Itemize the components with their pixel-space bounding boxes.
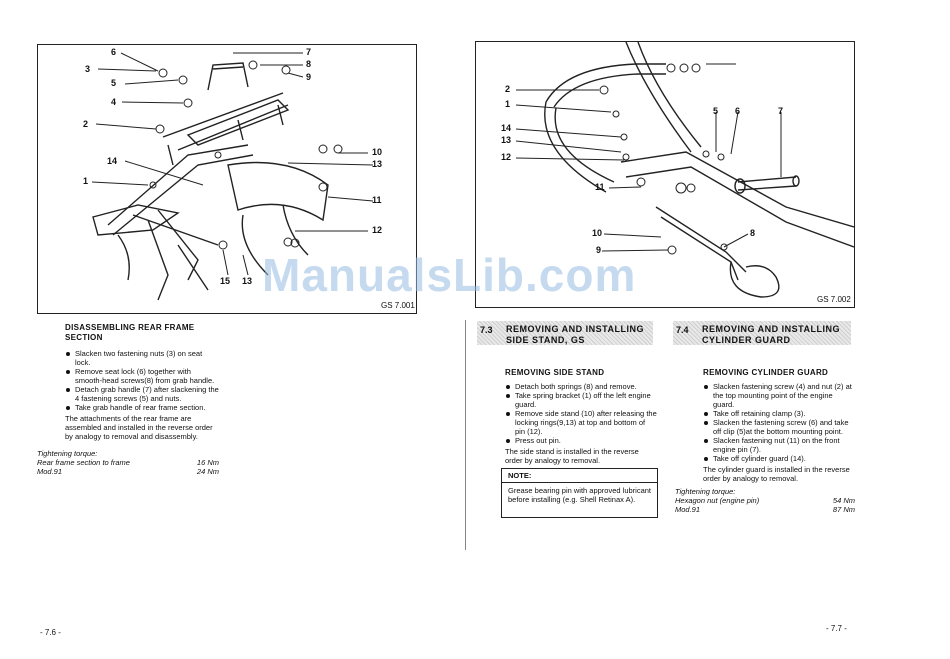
list-item: Take grab handle of rear frame section. xyxy=(65,403,219,412)
torque-title: Tightening torque: xyxy=(37,449,98,458)
install-note: The cylinder guard is installed in the r… xyxy=(703,465,850,483)
section-number-7-4: 7.4 xyxy=(676,325,689,335)
figure-label: GS 7.002 xyxy=(817,295,851,304)
callout-11: 11 xyxy=(372,195,382,205)
callout-7: 7 xyxy=(306,47,312,57)
note-text: Grease bearing pin with approved lubrica… xyxy=(508,486,652,504)
list-item: Slacken the fastening screw (6) and take… xyxy=(703,418,855,436)
section-title-7-3: REMOVING AND INSTALLING SIDE STAND, GS xyxy=(506,324,652,346)
section-title-line: CYLINDER GUARD xyxy=(702,335,791,345)
callout-14: 14 xyxy=(107,156,118,166)
callout-13-bottom: 13 xyxy=(242,276,253,286)
list-item: Press out pin. xyxy=(505,436,657,445)
callout-7: 7 xyxy=(778,106,784,116)
callout-5: 5 xyxy=(713,106,719,116)
install-note: The attachments of the rear frame are as… xyxy=(65,414,213,441)
section-number-7-3: 7.3 xyxy=(480,325,493,335)
watermark: ManualsLib.com xyxy=(262,249,637,301)
torque-label: Mod.91 xyxy=(37,467,63,476)
rear-frame-figure: 6 3 5 4 2 14 1 7 8 9 10 13 11 12 15 13 G… xyxy=(37,44,417,314)
section-7-4-body: REMOVING CYLINDER GUARD Slacken fastenin… xyxy=(703,368,855,483)
table-row: Mod.91 87 Nm xyxy=(675,505,855,514)
list-item: Take spring bracket (1) off the left eng… xyxy=(505,391,657,409)
page-number-left: - 7.6 - xyxy=(40,628,61,637)
callout-14: 14 xyxy=(501,123,512,133)
note-box: NOTE: Grease bearing pin with approved l… xyxy=(501,468,658,518)
left-text-column: DISASSEMBLING REAR FRAME SECTION Slacken… xyxy=(37,323,219,476)
torque-table: Tightening torque: Rear frame section to… xyxy=(37,449,219,476)
section-title-line: REMOVING AND INSTALLING xyxy=(702,324,840,334)
callout-9: 9 xyxy=(596,245,602,255)
figure-label: GS 7.001 xyxy=(381,301,415,310)
callout-12: 12 xyxy=(501,152,512,162)
torque-value: 87 Nm xyxy=(832,505,855,514)
side-stand-steps: Detach both springs (8) and remove. Take… xyxy=(505,382,657,445)
callout-8: 8 xyxy=(750,228,756,238)
callout-9: 9 xyxy=(306,72,312,82)
list-item: Take off cylinder guard (14). xyxy=(703,454,855,463)
table-row: Rear frame section to frame 16 Nm xyxy=(37,458,219,467)
list-item: Slacken fastening nut (11) on the front … xyxy=(703,436,855,454)
install-note: The side stand is installed in the rever… xyxy=(505,447,639,465)
torque-value: 24 Nm xyxy=(196,467,219,476)
torque-label: Mod.91 xyxy=(675,505,701,514)
callout-12: 12 xyxy=(372,225,383,235)
torque-label: Hexagon nut (engine pin) xyxy=(675,496,760,505)
callout-5: 5 xyxy=(111,78,117,88)
torque-label: Rear frame section to frame xyxy=(37,458,130,467)
table-row: Hexagon nut (engine pin) 54 Nm xyxy=(675,496,855,505)
cylinder-guard-steps: Slacken fastening screw (4) and nut (2) … xyxy=(703,382,855,463)
section-title-7-4: REMOVING AND INSTALLING CYLINDER GUARD xyxy=(702,324,852,346)
table-row: Mod.91 24 Nm xyxy=(37,467,219,476)
subtitle-removing-cylinder-guard: REMOVING CYLINDER GUARD xyxy=(703,368,829,377)
callout-4: 4 xyxy=(111,97,117,107)
list-item: Slacken fastening screw (4) and nut (2) … xyxy=(703,382,855,409)
callout-8: 8 xyxy=(306,59,312,69)
callout-13: 13 xyxy=(501,135,512,145)
list-item: Remove side stand (10) after releasing t… xyxy=(505,409,657,436)
torque-value: 16 Nm xyxy=(196,458,219,467)
section-7-4-header-band xyxy=(673,321,851,345)
section-7-3-body: REMOVING SIDE STAND Detach both springs … xyxy=(505,368,657,465)
torque-value: 54 Nm xyxy=(832,496,855,505)
list-item: Slacken two fastening nuts (3) on seat l… xyxy=(65,349,219,367)
callout-11: 11 xyxy=(595,182,605,192)
callout-3: 3 xyxy=(85,64,91,74)
callout-10: 10 xyxy=(592,228,603,238)
callout-2: 2 xyxy=(83,119,89,129)
section-title-line: REMOVING AND INSTALLING xyxy=(506,324,644,334)
side-stand-drawing xyxy=(515,42,854,298)
section-title-rear-frame: DISASSEMBLING REAR FRAME SECTION xyxy=(65,323,195,342)
callout-6: 6 xyxy=(735,106,741,116)
side-stand-figure: 2 1 14 13 12 11 10 9 8 5 6 7 GS 7.002 xyxy=(475,41,855,308)
callout-1: 1 xyxy=(505,99,511,109)
section-title-line: SIDE STAND, GS xyxy=(506,335,585,345)
callout-2: 2 xyxy=(505,84,511,94)
callout-1: 1 xyxy=(83,176,89,186)
rear-frame-drawing xyxy=(91,52,374,301)
torque-table: Tightening torque: Hexagon nut (engine p… xyxy=(675,487,855,514)
note-title: NOTE: xyxy=(502,469,657,483)
binding-gutter-mark xyxy=(465,320,466,550)
torque-title: Tightening torque: xyxy=(675,487,736,496)
list-item: Detach grab handle (7) after slackening … xyxy=(65,385,219,403)
callout-6: 6 xyxy=(111,47,117,57)
callout-15: 15 xyxy=(220,276,231,286)
list-item: Detach both springs (8) and remove. xyxy=(505,382,657,391)
page-number-right: - 7.7 - xyxy=(826,624,847,633)
list-item: Remove seat lock (6) together with smoot… xyxy=(65,367,219,385)
section-7-3-header-band xyxy=(477,321,653,345)
callout-10: 10 xyxy=(372,147,383,157)
list-item: Take off retaining clamp (3). xyxy=(703,409,855,418)
subtitle-removing-side-stand: REMOVING SIDE STAND xyxy=(505,368,605,377)
rear-frame-steps: Slacken two fastening nuts (3) on seat l… xyxy=(37,349,219,412)
callout-13-right: 13 xyxy=(372,159,383,169)
